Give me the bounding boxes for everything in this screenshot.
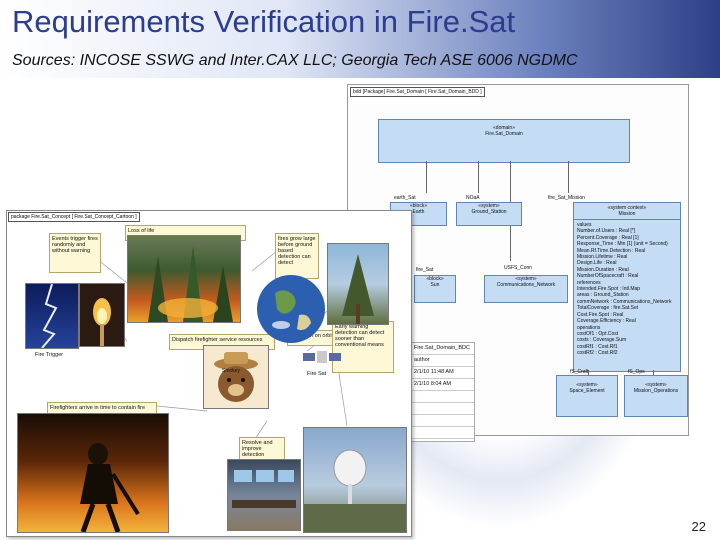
- mission-attribute: areas : Ground_Station: [577, 292, 629, 299]
- concept-diagram-tab: package Fire.Sat_Concept [ Fire.Sat_Conc…: [8, 212, 140, 222]
- earth-globe-icon: [257, 275, 325, 343]
- role-label: fS_Ops: [628, 369, 645, 375]
- mission-ops-block: «system» Mission_Operations: [624, 375, 688, 417]
- block-name: Earth: [412, 209, 425, 215]
- block-stereotype: «system»: [515, 276, 537, 282]
- slide-subtitle: Sources: INCOSE SSWG and Inter.CAX LLC; …: [12, 52, 578, 69]
- block-stereotype: «block»: [409, 203, 428, 209]
- title-bar: [0, 0, 720, 78]
- space-element-block: «system» Space_Element: [556, 375, 618, 417]
- table-row: Fire.Sat_Domain_BDC: [412, 343, 474, 355]
- ground-station-block: «system» Ground_Station: [456, 202, 522, 226]
- mission-attribute: commNetwork : Communications_Network: [577, 298, 672, 305]
- mission-attribute: Number.of.Users : Real [*]: [577, 228, 636, 235]
- slide-title: Requirements Verification in Fire.Sat: [12, 4, 516, 39]
- lightning-image: [25, 283, 79, 349]
- table-row: 2/1/10 11:48 AM: [412, 367, 474, 379]
- block-name: Sun: [430, 282, 440, 288]
- monitors-icon: [232, 470, 296, 508]
- role-label: earth_Sat: [394, 195, 416, 201]
- firefighter-icon: [80, 443, 140, 533]
- table-row: author: [412, 355, 474, 367]
- antenna-dish-image: [303, 427, 407, 533]
- satellite-dish-icon: [304, 449, 406, 532]
- block-name: Ground_Station: [471, 209, 507, 215]
- mission-attribute: Response_Time : Min [1] {unit = Second}: [577, 241, 668, 248]
- role-label: fire_Sat: [416, 267, 434, 273]
- table-row: [412, 403, 474, 415]
- block-stereotype: «system»: [478, 203, 500, 209]
- role-label: fire_Sat_Mission: [548, 195, 585, 201]
- trees-icon: [148, 246, 233, 322]
- diagram-info-table: Fire.Sat_Domain_BDC author 2/1/10 11:48 …: [411, 342, 475, 442]
- smokey-label: Smokey: [222, 368, 241, 374]
- mission-attribute: NumberOfSpacecraft : Real: [577, 273, 639, 280]
- mission-attribute: costRf1 : Cost.Rf1: [577, 343, 618, 350]
- bear-icon: [214, 352, 258, 402]
- mission-attribute: costOf1 : Opt.Cost: [577, 330, 619, 337]
- mission-header: «system context» Mission: [574, 203, 680, 220]
- mission-attribute: Mean.Rf.Time.Detection : Real: [577, 247, 646, 254]
- concept-cartoon-diagram: package Fire.Sat_Concept [ Fire.Sat_Conc…: [6, 210, 412, 537]
- block-name: Mission_Operations: [633, 388, 679, 394]
- role-label: USFS_Conn: [504, 265, 533, 271]
- note-fires-grow: fires grow large before ground based det…: [275, 233, 319, 279]
- block-stereotype: «system»: [576, 382, 598, 388]
- domain-block: «domain» Fire.Sat_Domain: [378, 119, 630, 163]
- mission-attribute: Cost.Fire.Spot : Real: [577, 311, 624, 318]
- mission-attribute: Intended.Fire.Spot : Intl.Map: [577, 286, 641, 293]
- mission-attribute: TotalCoverage : fire.Sat.Set: [577, 305, 639, 312]
- match-image: [79, 283, 125, 347]
- role-label: fS_Craft: [570, 369, 589, 375]
- control-room-image: [227, 459, 301, 531]
- satellite-icon: [303, 351, 341, 363]
- caption-fire-sat: Fire Sat: [307, 371, 327, 377]
- assoc-line: [568, 161, 569, 193]
- mission-attribute: values: [577, 222, 592, 228]
- tower-tree-image: [327, 243, 389, 325]
- lightning-icon: [41, 283, 58, 349]
- table-row: 2/1/10 8:04 AM: [412, 379, 474, 391]
- mission-attribute: Coverage.Efficiency : Real: [577, 318, 636, 325]
- mission-attribute: Percent.Coverage : Real [1]: [577, 234, 639, 241]
- mission-attribute: costs : Coverage.Sum: [577, 337, 627, 344]
- mission-attribute: Mission.Duration : Real: [577, 266, 629, 273]
- block-stereotype: «system»: [645, 382, 667, 388]
- caption-fire-trigger: Fire Trigger: [35, 352, 64, 358]
- smokey-bear-image: Smokey: [203, 345, 269, 409]
- firefighter-image: [17, 413, 169, 533]
- sun-block: «block» Sun: [414, 275, 456, 303]
- table-row: [412, 391, 474, 403]
- assoc-line: [478, 161, 479, 193]
- assoc-line: [426, 161, 427, 193]
- role-label: NOaA: [466, 195, 480, 201]
- table-row: [412, 427, 474, 439]
- tree-icon: [342, 254, 374, 324]
- mission-attribute: costRf2 : Cost.Rf2: [577, 350, 618, 357]
- block-stereotype: «block»: [426, 276, 444, 282]
- uml-diagram-tab: bdd [Package] Fire.Sat_Domain [ Fire.Sat…: [350, 87, 485, 97]
- note-triggers: Events trigger fires randomly and withou…: [49, 233, 101, 273]
- domain-stereotype: «domain»: [493, 125, 515, 131]
- note-resolve: Resolve and improve detection: [239, 437, 285, 461]
- forest-fire-image: [127, 235, 241, 323]
- mission-attribute: Design.Life : Real: [577, 260, 617, 267]
- page-number: 22: [691, 519, 706, 534]
- mission-attribute: references: [577, 279, 601, 286]
- block-name: Space_Element: [569, 388, 605, 394]
- block-name: Communications_Network: [496, 282, 556, 288]
- mission-name: Mission: [618, 211, 636, 217]
- match-flame-icon: [93, 298, 111, 346]
- comm-network-block: «system» Communications_Network: [484, 275, 568, 303]
- mission-attribute: operations: [577, 324, 601, 331]
- mission-stereotype: «system context»: [607, 205, 647, 211]
- table-row: [412, 415, 474, 427]
- domain-name: Fire.Sat_Domain: [485, 131, 523, 137]
- mission-attribute: Mission.Lifetime : Real: [577, 254, 628, 261]
